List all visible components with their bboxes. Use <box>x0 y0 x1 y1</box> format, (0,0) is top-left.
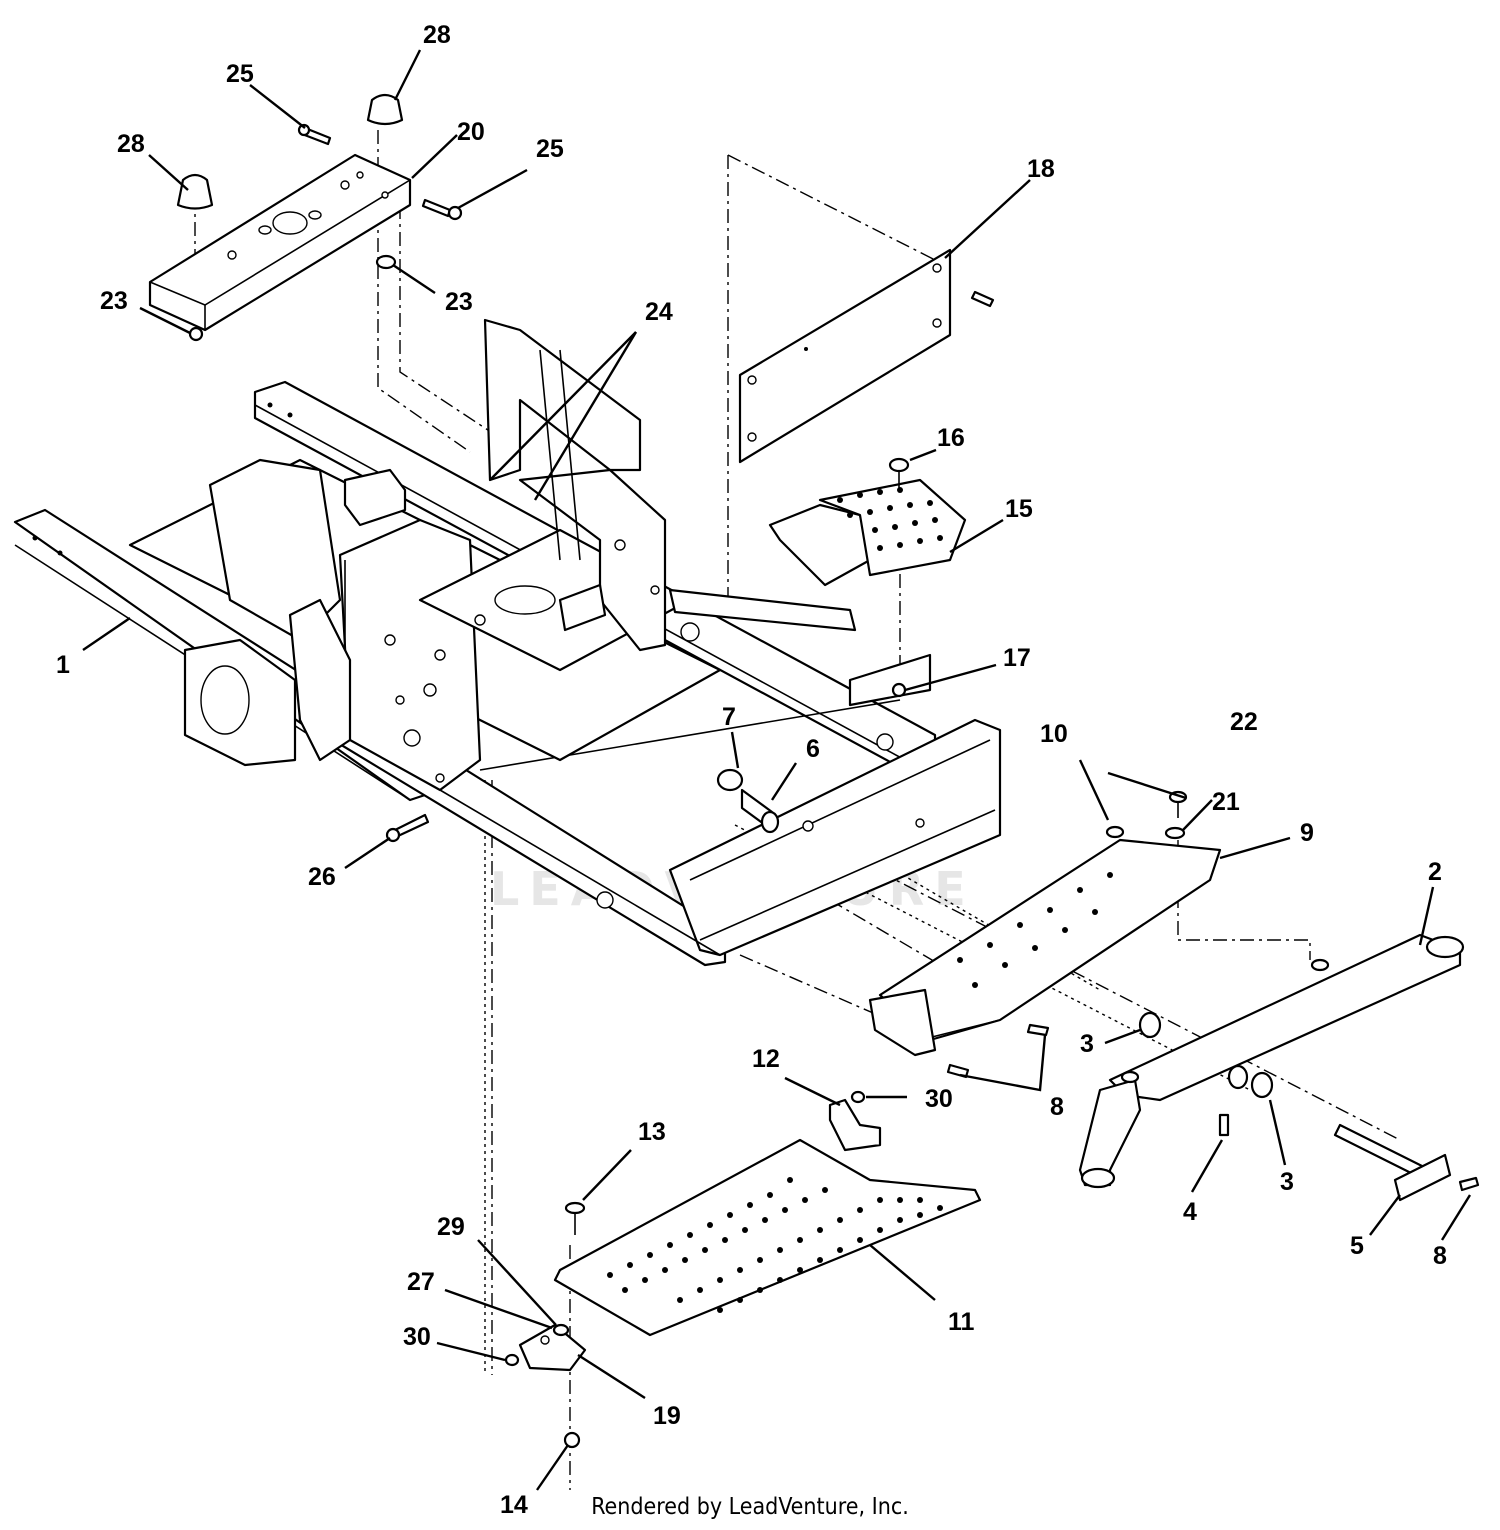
callout-7: 7 <box>722 703 736 731</box>
callout-20: 20 <box>457 118 485 146</box>
part-30-nut-upper <box>850 1090 866 1104</box>
part-16-bolt <box>888 457 910 488</box>
callout-29: 29 <box>437 1213 465 1241</box>
part-10-plug <box>1105 825 1125 839</box>
callout-14: 14 <box>500 1491 528 1519</box>
leader-lines <box>82 49 1472 1491</box>
part-28-bumper-left <box>176 173 214 210</box>
callout-11: 11 <box>948 1308 975 1336</box>
callout-30-upper: 30 <box>925 1085 953 1113</box>
part-12-bracket <box>828 1098 882 1152</box>
fastener-25-bolt-right <box>421 198 463 221</box>
callout-23-right: 23 <box>445 288 473 316</box>
part-28-bumper-right <box>366 93 404 126</box>
callout-12: 12 <box>752 1045 780 1073</box>
part-15-foot-rest <box>768 478 967 587</box>
part-19-hinge-bracket <box>518 1323 587 1372</box>
callout-28-left: 28 <box>117 130 145 158</box>
part-6-spacer <box>740 788 780 834</box>
callout-18: 18 <box>1027 155 1055 183</box>
part-30-nut-lower <box>504 1353 520 1367</box>
callout-13: 13 <box>638 1118 666 1146</box>
part-5-pivot-pin <box>1333 1123 1452 1202</box>
part-8-screws-beam <box>946 1023 1050 1079</box>
fastener-25-bolt-top <box>297 123 332 146</box>
part-8-screw-right <box>1458 1176 1480 1192</box>
part-4-fitting <box>1218 1113 1230 1137</box>
callout-16: 16 <box>937 424 965 452</box>
callout-23-left: 23 <box>100 287 128 315</box>
part-13-carriage-bolt <box>564 1201 586 1235</box>
fastener-23-nut-right <box>375 254 397 270</box>
callout-8-beam: 8 <box>1050 1093 1064 1121</box>
callout-25-top: 25 <box>226 60 254 88</box>
callout-17: 17 <box>1003 644 1031 672</box>
callout-2: 2 <box>1428 858 1442 886</box>
callout-6: 6 <box>806 735 820 763</box>
part-11-floor-plate <box>553 1138 982 1337</box>
part-7-bushing <box>716 768 744 792</box>
part-17-nut <box>891 682 907 698</box>
callout-27: 27 <box>407 1268 435 1296</box>
part-29-nut <box>552 1323 570 1337</box>
callout-30-lower: 30 <box>403 1323 431 1351</box>
part-18-screw <box>970 290 995 308</box>
callout-25-right: 25 <box>536 135 564 163</box>
part-20-bracket <box>148 153 412 332</box>
footer-credit: Rendered by LeadVenture, Inc. <box>591 1494 909 1520</box>
callout-22: 22 <box>1230 708 1258 736</box>
callout-3-upper: 3 <box>1080 1030 1094 1058</box>
callout-labels: 1 2 3 3 4 5 6 7 8 8 9 10 11 12 13 14 15 … <box>56 21 1447 1519</box>
callout-9: 9 <box>1300 819 1314 847</box>
callout-28-top: 28 <box>423 21 451 49</box>
part-21-washer <box>1164 826 1186 840</box>
part-3-bushing-upper <box>1138 1011 1162 1039</box>
callout-5: 5 <box>1350 1232 1364 1260</box>
main-frame <box>13 318 1002 967</box>
callout-10: 10 <box>1040 720 1068 748</box>
part-14-nut <box>563 1431 581 1449</box>
callout-26: 26 <box>308 863 336 891</box>
callout-8-right: 8 <box>1433 1242 1447 1270</box>
part-2-front-axle <box>1078 933 1465 1189</box>
fastener-23-nut-left <box>188 326 204 342</box>
part-9-beam <box>868 838 1222 1057</box>
part-26-bolt <box>385 813 430 843</box>
callout-21: 21 <box>1212 788 1240 816</box>
callout-1: 1 <box>56 651 70 679</box>
callout-19: 19 <box>653 1402 681 1430</box>
callout-15: 15 <box>1005 495 1033 523</box>
callout-4: 4 <box>1183 1198 1197 1226</box>
part-18-plate <box>738 248 952 464</box>
part-3-bushing-lower <box>1227 1064 1274 1099</box>
callout-3-lower: 3 <box>1280 1168 1294 1196</box>
callout-24: 24 <box>645 298 673 326</box>
